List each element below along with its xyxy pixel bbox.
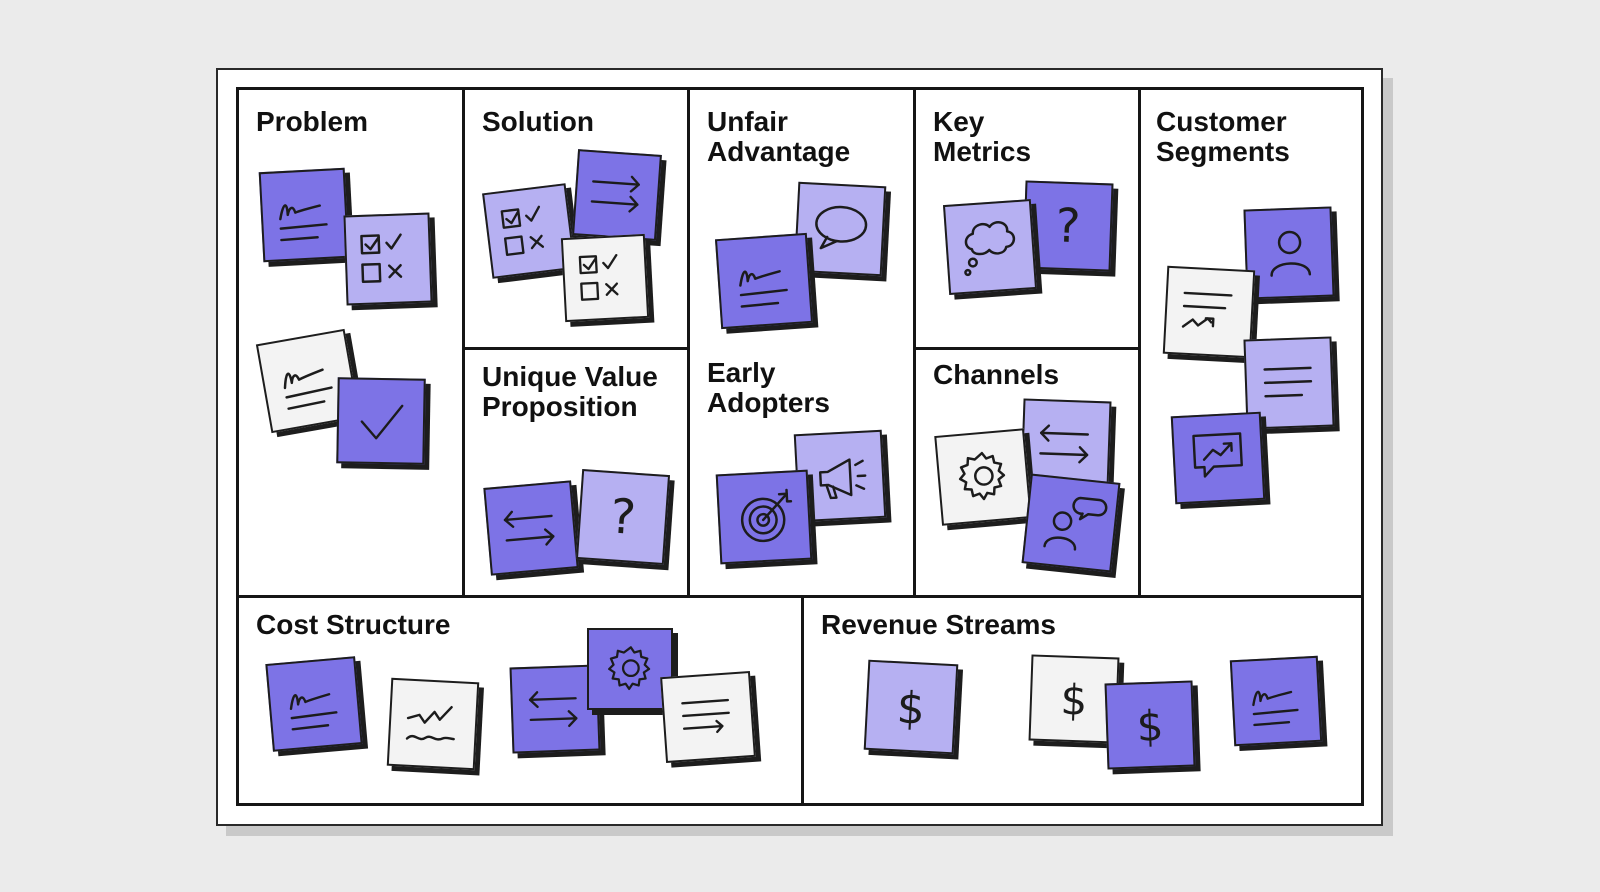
trend-document-icon: [1181, 291, 1233, 331]
divider: [1138, 90, 1141, 595]
divider: [239, 595, 1361, 598]
question-icon: ?: [608, 489, 637, 546]
svg-text:$: $: [896, 683, 927, 735]
scribble-icon: [288, 690, 339, 731]
scribble-icon: [738, 267, 789, 308]
check-icon: [360, 403, 404, 440]
sticky-note[interactable]: [343, 212, 433, 306]
problem-section: Problem: [239, 90, 462, 595]
unfair-advantage-section: Unfair Advantage: [690, 90, 913, 347]
zigzag-icon: [405, 703, 457, 743]
solution-title: Solution: [482, 106, 594, 137]
sticky-note[interactable]: [386, 677, 480, 771]
sticky-note[interactable]: [1021, 473, 1121, 573]
divider: [462, 347, 688, 350]
channels-section: Channels: [916, 350, 1138, 595]
sticky-note[interactable]: [1162, 265, 1256, 359]
person-icon: [1268, 230, 1312, 277]
divider: [913, 347, 1141, 350]
sticky-note[interactable]: [258, 167, 350, 263]
swap-arrows-icon: [528, 689, 578, 729]
sticky-note[interactable]: [1229, 655, 1323, 747]
sticky-note[interactable]: [483, 480, 579, 576]
sticky-note[interactable]: $: [863, 659, 959, 755]
divider: [687, 90, 690, 595]
early-adopters-title: Early Adopters: [707, 357, 830, 418]
svg-text:$: $: [1060, 675, 1088, 725]
uvp-title: Unique Value Proposition: [482, 361, 658, 422]
sticky-note[interactable]: $: [1028, 654, 1120, 744]
svg-text:$: $: [1136, 701, 1164, 751]
solution-section: Solution: [465, 90, 687, 347]
sticky-note[interactable]: [336, 377, 426, 465]
lean-canvas: Problem Solution Unique Value Propositio…: [236, 87, 1364, 806]
channels-title: Channels: [933, 359, 1060, 390]
document-arrow-icon: [681, 698, 732, 736]
swap-arrows-icon: [503, 507, 556, 550]
customer-segments-section: Customer Segments: [1141, 90, 1361, 595]
sticky-note[interactable]: [560, 233, 650, 323]
sticky-note[interactable]: ?: [1022, 180, 1114, 272]
sticky-note[interactable]: [942, 199, 1038, 295]
customer-segments-title: Customer Segments: [1156, 106, 1290, 167]
sticky-note[interactable]: ?: [575, 469, 671, 565]
divider: [462, 90, 465, 595]
problem-title: Problem: [256, 106, 369, 137]
question-icon: ?: [1055, 199, 1082, 254]
thought-bubble-icon: [960, 219, 1018, 277]
target-icon: [739, 488, 795, 544]
divider: [913, 90, 916, 595]
dollar-icon: $: [1060, 675, 1088, 725]
people-chat-icon: [1043, 493, 1109, 554]
revenue-streams-title: Revenue Streams: [821, 609, 1057, 640]
scribble-icon: [278, 202, 329, 242]
sticky-note[interactable]: [660, 670, 756, 764]
cost-structure-section: Cost Structure: [239, 598, 801, 806]
checklist-icon: [360, 233, 404, 284]
sticky-note[interactable]: $: [1104, 680, 1196, 770]
chart-bubble-icon: [1192, 432, 1244, 479]
dollar-icon: $: [896, 683, 927, 735]
early-adopters-section: Early Adopters: [690, 350, 913, 595]
cost-structure-title: Cost Structure: [256, 609, 451, 640]
uvp-section: Unique Value Proposition ?: [465, 350, 687, 595]
checklist-icon: [578, 254, 620, 301]
scribble-icon: [1251, 688, 1300, 727]
arrows-icon: [590, 173, 641, 214]
sticky-note[interactable]: [572, 149, 662, 241]
revenue-streams-section: Revenue Streams $ $ $: [804, 598, 1361, 806]
speech-bubble-icon: [813, 204, 869, 252]
gear-icon: [608, 646, 651, 691]
sticky-note[interactable]: [714, 232, 814, 330]
divider: [801, 595, 804, 806]
gear-icon: [956, 450, 1008, 503]
unfair-advantage-title: Unfair Advantage: [707, 106, 851, 167]
checklist-icon: [500, 205, 546, 256]
dollar-icon: $: [1136, 701, 1164, 751]
sticky-note[interactable]: [587, 628, 673, 710]
svg-text:?: ?: [608, 489, 637, 546]
sticky-note[interactable]: [934, 428, 1032, 526]
sticky-note[interactable]: [1243, 206, 1335, 300]
sticky-note[interactable]: [265, 656, 363, 752]
svg-text:?: ?: [1055, 199, 1082, 254]
sticky-note[interactable]: [1170, 411, 1266, 505]
key-metrics-title: Key Metrics: [933, 106, 1032, 167]
sticky-note[interactable]: [715, 469, 813, 565]
key-metrics-section: Key Metrics ?: [916, 90, 1138, 347]
